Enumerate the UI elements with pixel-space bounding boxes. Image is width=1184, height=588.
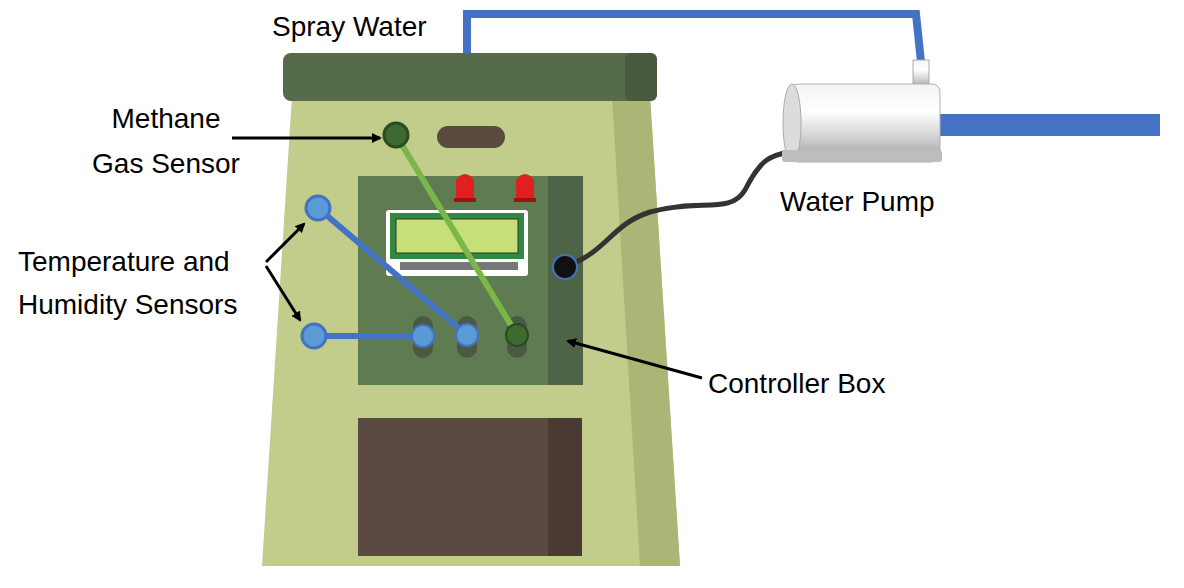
leader-arrow [232, 137, 380, 140]
sensor-wire [314, 333, 423, 339]
methane-sensor [384, 123, 408, 147]
bin-side [612, 96, 680, 566]
bin-door-side [548, 418, 582, 556]
temp-sensor [302, 324, 326, 348]
pump-port [553, 255, 577, 279]
leader-arrow [568, 341, 702, 378]
inlet-pipe [940, 114, 1160, 136]
sensor-label: Temperature and Humidity Sensors [18, 240, 258, 326]
sensor-plug [412, 325, 434, 347]
lcd-pins [400, 262, 518, 270]
water-pump [782, 60, 942, 162]
bin-lid-side [625, 53, 657, 101]
lcd-frame [386, 210, 528, 276]
pump-label: Water Pump [780, 183, 980, 221]
pipe-label: Spray Water [272, 8, 462, 46]
pump-cable [565, 152, 790, 267]
methane-wire [396, 135, 517, 335]
bin-lid [283, 53, 657, 101]
controller-box-side [548, 176, 583, 385]
led-lights [454, 174, 536, 202]
vent-slot [437, 126, 505, 148]
sensor-label: Methane Gas Sensor [86, 96, 246, 186]
bin-door [358, 418, 582, 556]
sensor-wire [318, 208, 467, 335]
controller-box [358, 176, 583, 385]
sensor-plug [506, 324, 528, 346]
bin-body [262, 96, 680, 566]
box-label: Controller Box [708, 365, 928, 403]
leader-arrow [266, 224, 304, 262]
temp-sensor [306, 196, 330, 220]
sensor-plug [456, 324, 478, 346]
leader-arrow [266, 266, 300, 320]
